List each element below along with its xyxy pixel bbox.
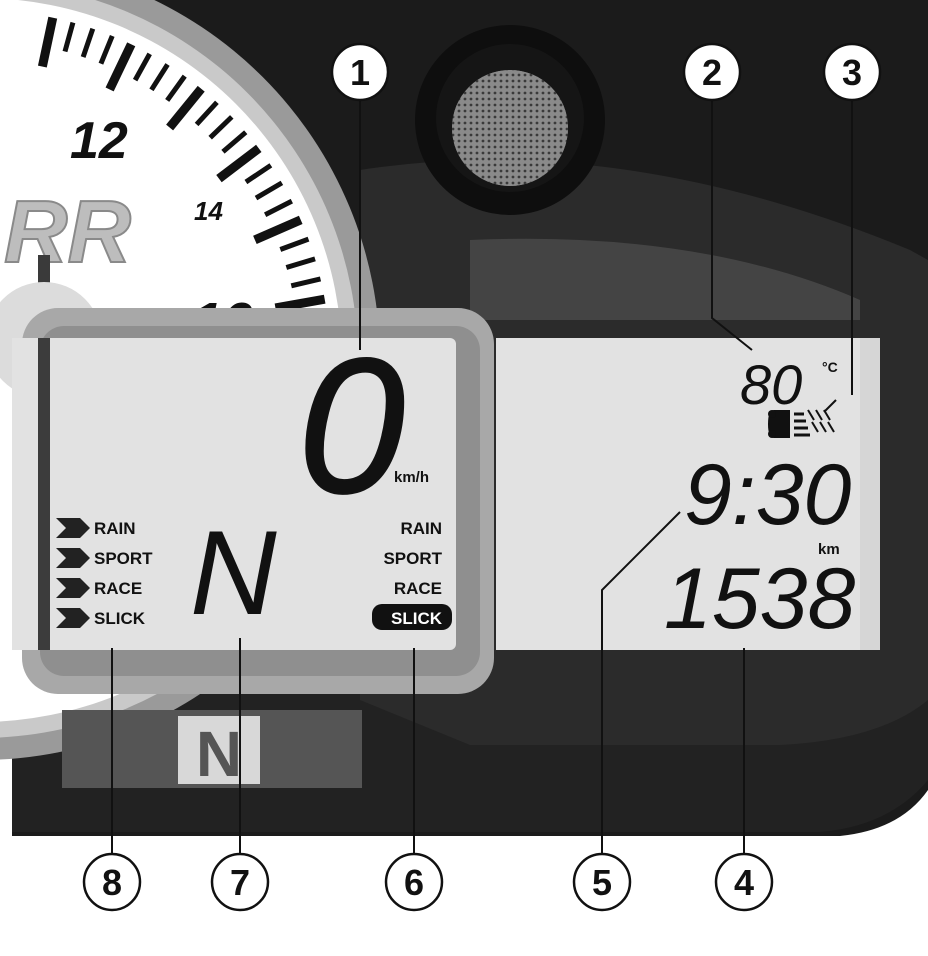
mode-label-left: SLICK — [94, 609, 146, 628]
riding-mode-list-right: RAIN SPORT RACE SLICK — [372, 519, 452, 630]
tach-tick — [37, 16, 58, 68]
speed-value: 0 — [298, 318, 405, 533]
tach-tick — [132, 52, 152, 82]
tach-tick — [254, 180, 284, 201]
tach-tick — [62, 21, 76, 53]
callout-number: 2 — [702, 52, 722, 93]
callout-circle — [330, 42, 390, 102]
mode-label-left: SPORT — [94, 549, 153, 568]
temperature-unit: °C — [822, 359, 838, 375]
callout-number: 6 — [404, 862, 424, 903]
tach-tick — [279, 236, 310, 252]
mode-arrow-icon — [56, 518, 90, 538]
odometer-unit: km — [818, 541, 840, 558]
tach-label-14: 14 — [194, 196, 223, 226]
active-mode-highlight — [372, 604, 452, 630]
tach-tick — [285, 256, 316, 270]
tach-tick — [253, 215, 303, 245]
callout-number: 4 — [734, 862, 754, 903]
upper-plate — [470, 238, 860, 320]
tach-tick — [149, 63, 170, 92]
mode-label-right: RACE — [394, 579, 442, 598]
odometer-display: 1538 — [664, 551, 855, 647]
tach-tick — [80, 27, 96, 58]
callout-circle — [82, 852, 142, 912]
callout-circle — [210, 852, 270, 912]
callout-circle — [572, 852, 632, 912]
tach-tick — [165, 74, 187, 102]
callout-number: 3 — [842, 52, 862, 93]
right-lcd-screen — [496, 338, 880, 650]
callout-leader-lines — [111, 96, 853, 858]
callout-circle — [682, 42, 742, 102]
gear-indicator-box — [178, 716, 260, 784]
mode-label-left: RACE — [94, 579, 142, 598]
tach-tick — [105, 42, 136, 92]
mode-label-right: RAIN — [400, 519, 442, 538]
tach-tick — [290, 276, 322, 289]
riding-mode-list-left: RAIN SPORT RACE SLICK — [56, 518, 153, 628]
mode-label-right: SPORT — [383, 549, 442, 568]
tach-label-12: 12 — [70, 112, 128, 170]
clock-display: 9:30 — [684, 447, 852, 543]
mode-label-left: RAIN — [94, 519, 136, 538]
callout-circle — [384, 852, 444, 912]
tach-tick — [98, 35, 115, 65]
tach-tick — [244, 163, 273, 185]
tach-tick — [221, 130, 248, 154]
mode-label-right: SLICK — [391, 609, 443, 628]
callout-number: 1 — [350, 52, 370, 93]
mode-arrow-icon — [56, 608, 90, 628]
coolant-temperature: 80 — [740, 353, 802, 416]
left-lcd-screen — [46, 338, 456, 650]
speed-unit: km/h — [394, 469, 429, 486]
tach-tick — [194, 100, 219, 127]
gear-indicator-letter: N — [196, 718, 242, 790]
callout-circle — [714, 852, 774, 912]
callout-number: 7 — [230, 862, 250, 903]
tach-tick — [208, 115, 234, 140]
mode-arrow-icon — [56, 548, 90, 568]
tach-tick — [263, 198, 293, 217]
callouts: 1 2 3 4 5 6 7 8 — [82, 42, 882, 912]
tach-brand-letters: RR — [4, 182, 131, 281]
gear-display: N — [190, 506, 277, 640]
mode-arrow-icon — [56, 578, 90, 598]
tach-tick — [166, 85, 205, 131]
round-indicator — [415, 25, 605, 215]
tach-tick — [216, 144, 262, 183]
callout-number: 8 — [102, 862, 122, 903]
callout-number: 5 — [592, 862, 612, 903]
callout-circle — [822, 42, 882, 102]
tach-tick — [274, 294, 326, 313]
